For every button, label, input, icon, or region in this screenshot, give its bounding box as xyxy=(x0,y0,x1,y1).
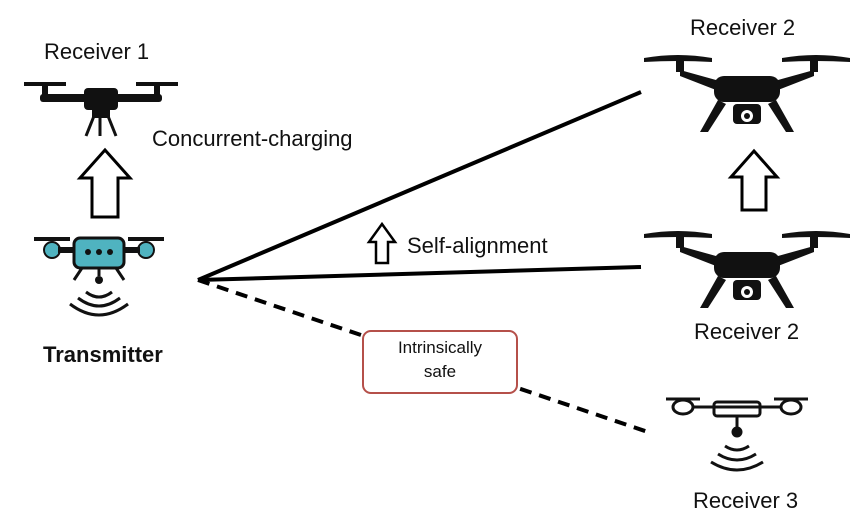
arrow-self-alignment xyxy=(366,221,398,265)
callout-line1: Intrinsically xyxy=(397,338,483,357)
beam-to-receiver2-bottom xyxy=(197,265,642,282)
receiver3-label: Receiver 3 xyxy=(693,488,799,513)
camera-drone-icon xyxy=(644,231,850,308)
camera-drone-icon xyxy=(644,55,850,132)
receiver2-top-label: Receiver 2 xyxy=(690,15,796,40)
transmitting-drone-icon xyxy=(34,236,164,317)
receiver2-bottom-label: Receiver 2 xyxy=(694,319,800,344)
arrow-receiver2-up xyxy=(727,148,781,212)
callout-line2: safe xyxy=(423,362,457,381)
concurrent-charging-label: Concurrent-charging xyxy=(152,126,353,151)
self-alignment-label: Self-alignment xyxy=(407,233,548,258)
arrow-transmitter-to-receiver1 xyxy=(76,147,134,219)
transmitting-drone-icon xyxy=(666,397,808,472)
intrinsically-safe-callout: Intrinsically safe xyxy=(362,330,518,394)
beam-to-receiver2-top xyxy=(197,90,642,282)
transmitter-label: Transmitter xyxy=(43,342,163,367)
quadcopter-drone-icon xyxy=(24,82,178,137)
receiver1-label: Receiver 1 xyxy=(44,39,150,64)
